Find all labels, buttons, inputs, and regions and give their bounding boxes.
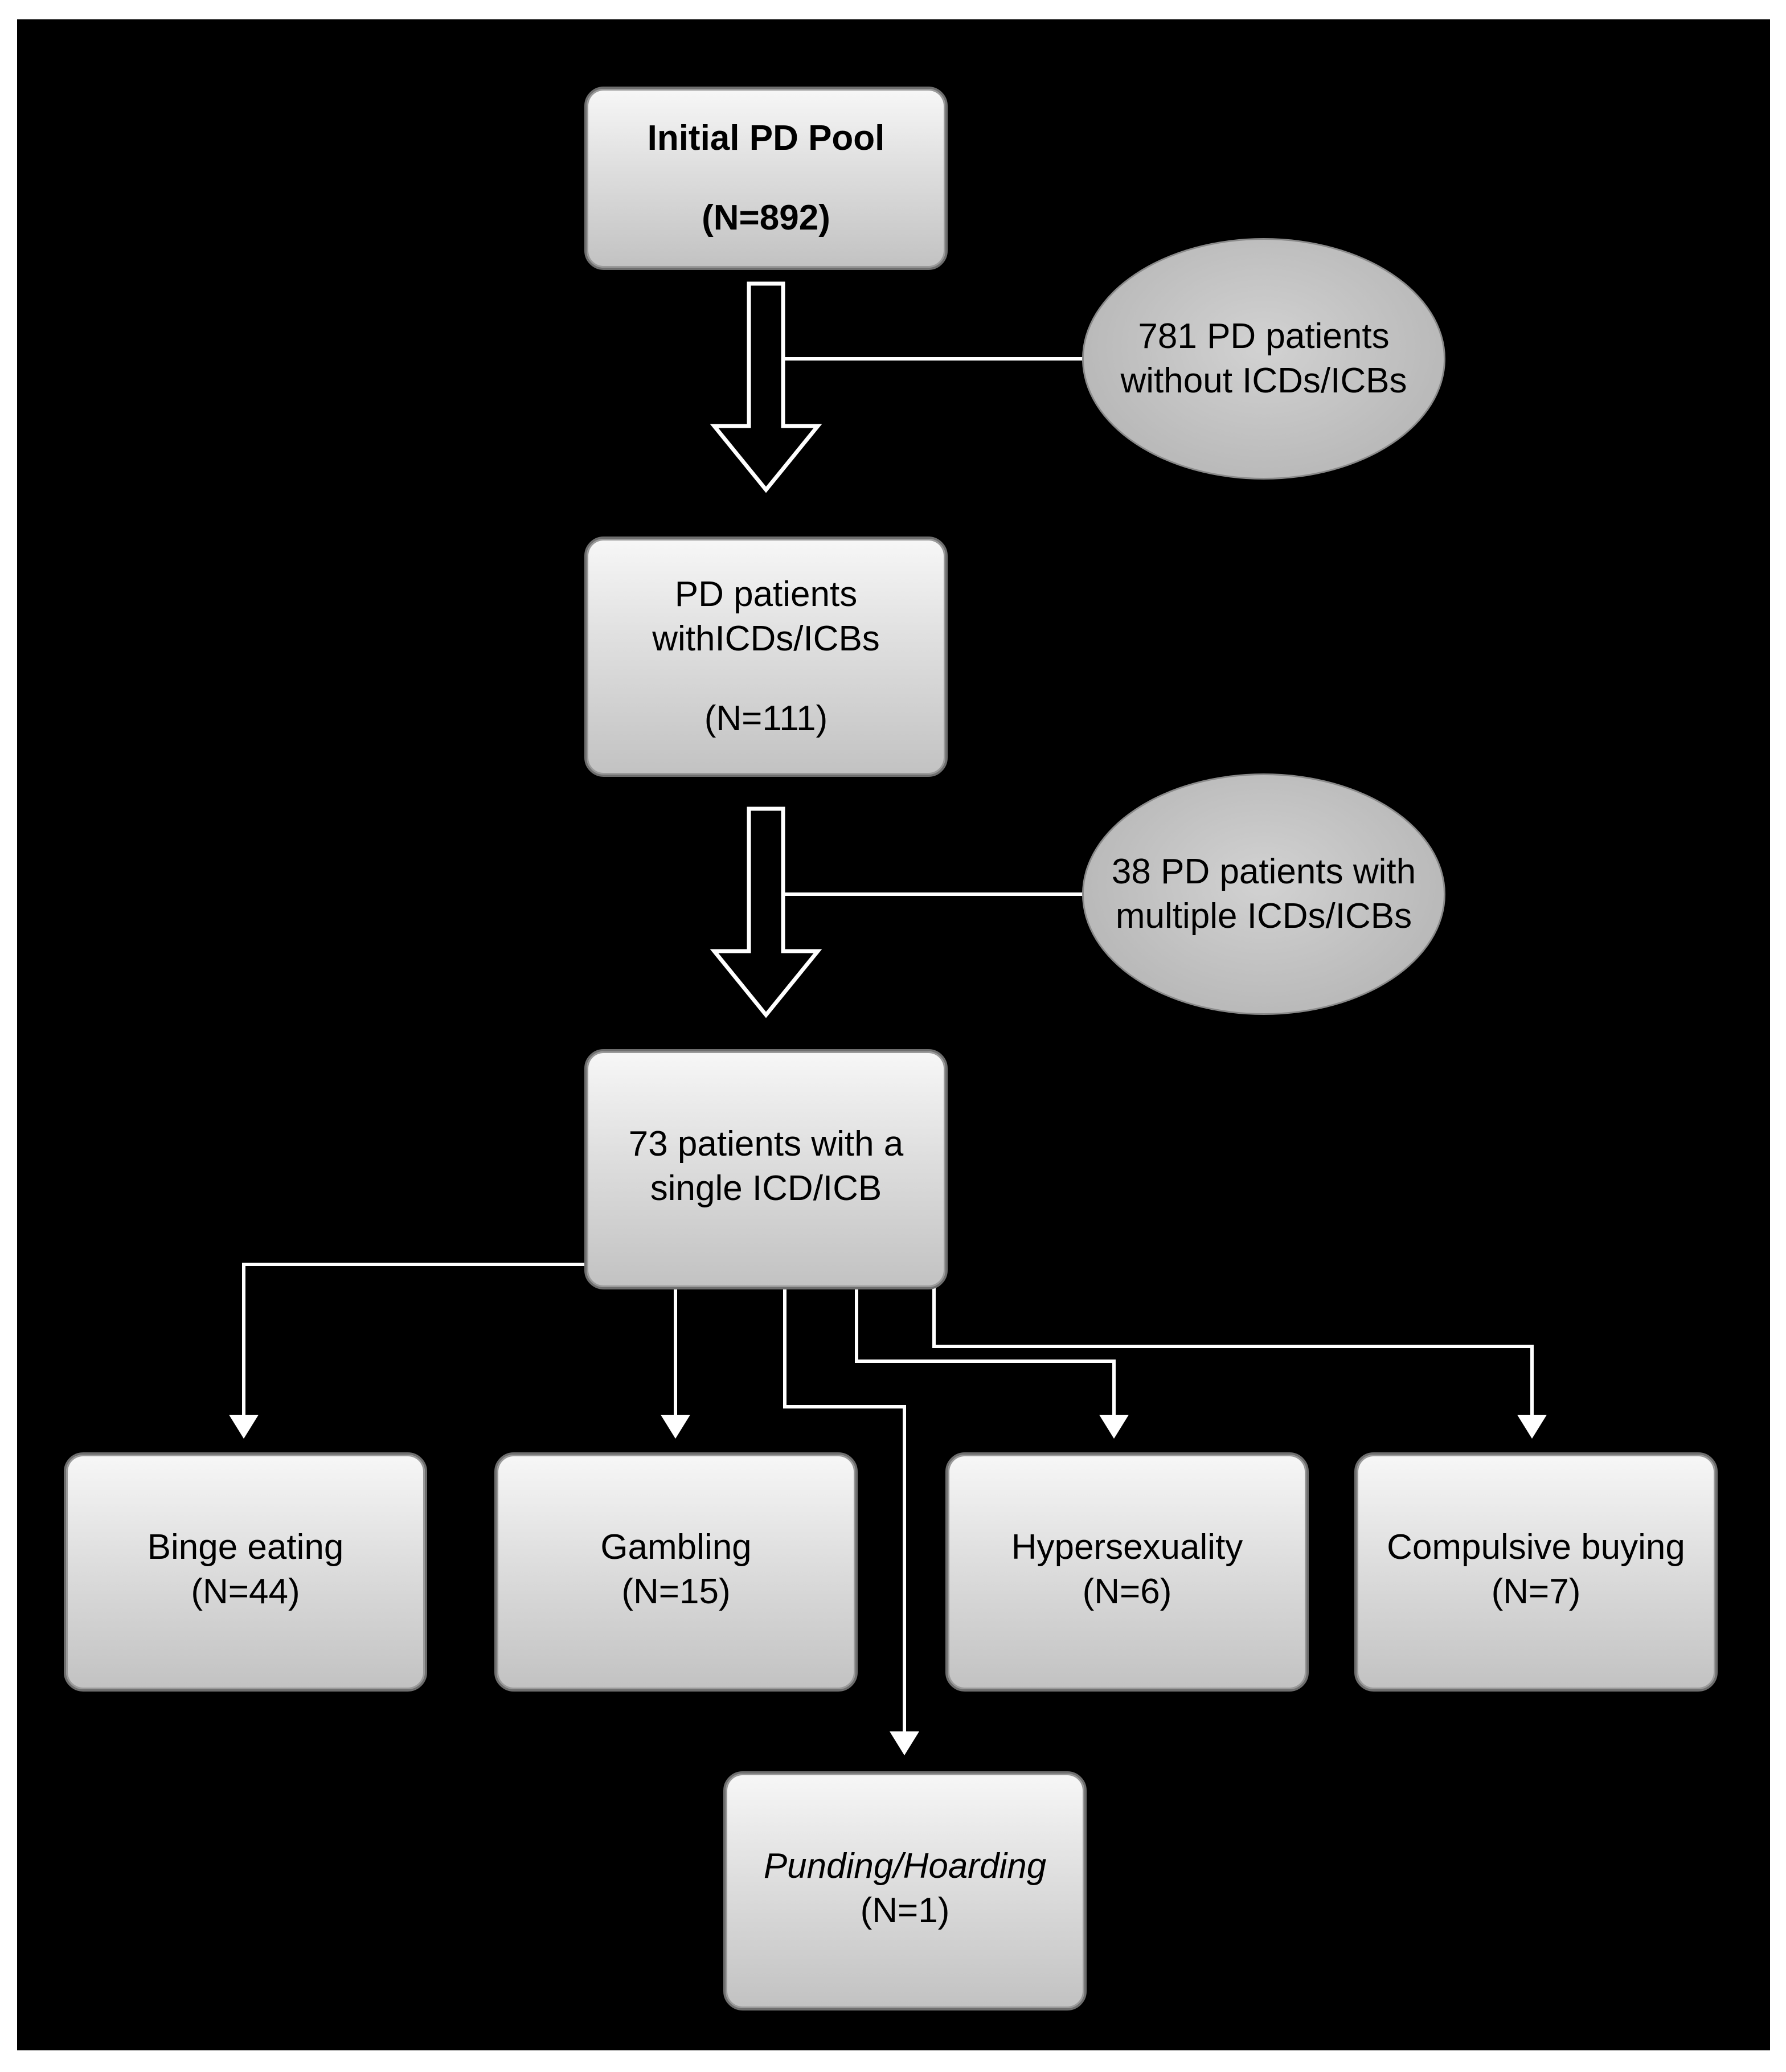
hypersexuality-count: (N=6)	[1082, 1572, 1172, 1611]
arrowhead-punding	[890, 1731, 919, 1755]
branch-line-binge	[242, 1263, 587, 1417]
binge-eating-box: Binge eating (N=44)	[64, 1452, 427, 1692]
branch-line-hypersexuality	[855, 1288, 1116, 1417]
exclusion-multiple-icd-line1: 38 PD patients with	[1111, 852, 1416, 891]
gambling-label: Gambling	[600, 1528, 752, 1567]
hypersexuality-label: Hypersexuality	[1011, 1528, 1243, 1567]
compulsive-count: (N=7)	[1491, 1572, 1581, 1611]
exclusion-oval-multiple-icd: 38 PD patients with multiple ICDs/ICBs	[1082, 773, 1445, 1015]
branch-line-punding	[783, 1288, 906, 1734]
compulsive-label: Compulsive buying	[1387, 1528, 1685, 1567]
arrowhead-binge	[229, 1415, 259, 1439]
with-icd-count: (N=111)	[704, 699, 828, 738]
hollow-arrow-2	[710, 806, 822, 1018]
with-icd-line1: PD patients	[674, 575, 858, 614]
compulsive-buying-box: Compulsive buying (N=7)	[1354, 1452, 1718, 1692]
initial-pool-title: Initial PD Pool	[647, 118, 885, 158]
binge-count: (N=44)	[191, 1572, 300, 1611]
with-icd-line2: withICDs/ICBs	[652, 619, 880, 658]
exclusion-oval-without-icd: 781 PD patients without ICDs/ICBs	[1082, 238, 1445, 480]
diagram-background	[17, 19, 1770, 2050]
binge-label: Binge eating	[147, 1528, 344, 1567]
gambling-count: (N=15)	[621, 1572, 731, 1611]
pd-with-icd-box: PD patients withICDs/ICBs (N=111)	[584, 537, 948, 777]
exclusion-without-icd-line1: 781 PD patients	[1138, 317, 1390, 356]
gambling-box: Gambling (N=15)	[494, 1452, 858, 1692]
exclusion-multiple-icd-line2: multiple ICDs/ICBs	[1115, 896, 1412, 936]
hollow-arrow-1	[710, 281, 822, 493]
punding-count: (N=1)	[860, 1891, 950, 1930]
exclusion-without-icd-line2: without ICDs/ICBs	[1120, 361, 1407, 400]
punding-label: Punding/Hoarding	[763, 1846, 1047, 1886]
initial-pool-count: (N=892)	[702, 198, 830, 237]
arrowhead-hypersexuality	[1099, 1415, 1129, 1439]
punding-hoarding-box: Punding/Hoarding (N=1)	[723, 1771, 1087, 2010]
initial-pd-pool-box: Initial PD Pool (N=892)	[584, 87, 948, 270]
single-icd-line2: single ICD/ICB	[650, 1169, 882, 1208]
arrowhead-compulsive	[1517, 1415, 1547, 1439]
branch-line-compulsive	[932, 1281, 1534, 1417]
single-icd-box: 73 patients with a single ICD/ICB	[584, 1049, 948, 1289]
hypersexuality-box: Hypersexuality (N=6)	[945, 1452, 1309, 1692]
arrowhead-gambling	[661, 1415, 690, 1439]
single-icd-line1: 73 patients with a	[628, 1124, 904, 1164]
